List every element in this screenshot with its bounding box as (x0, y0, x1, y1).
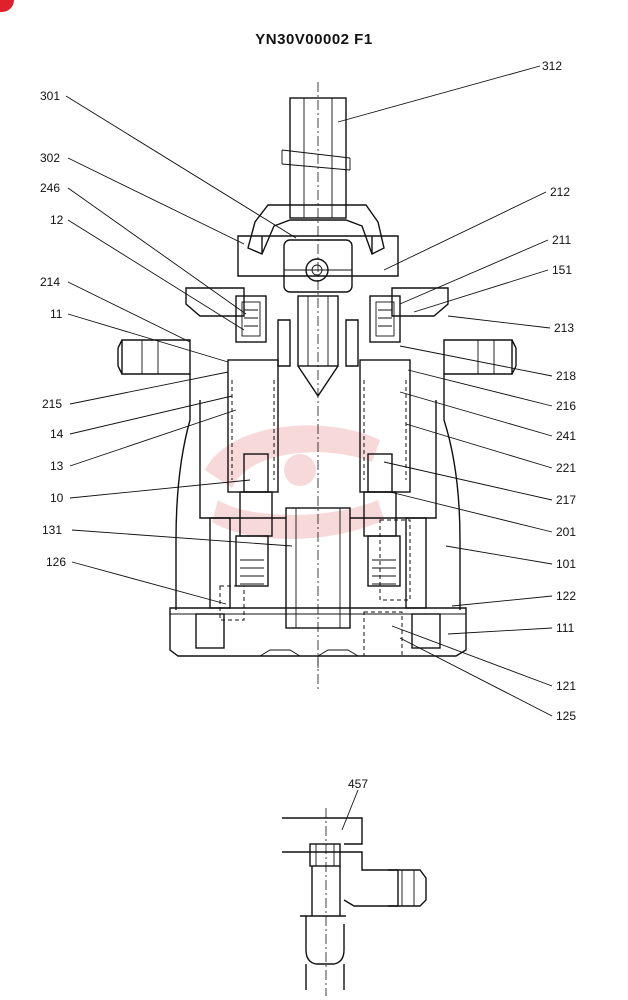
detail-view-457 (282, 808, 427, 996)
label-13: 13 (50, 459, 64, 473)
label-211: 211 (552, 233, 571, 247)
main-assembly (117, 82, 517, 690)
label-241: 241 (556, 429, 576, 443)
label-216: 216 (556, 399, 576, 413)
label-213: 213 (554, 321, 574, 335)
label-125: 125 (556, 709, 576, 723)
part-labels: 312 301 302 246 12 214 11 215 14 13 10 1… (40, 59, 576, 791)
label-131: 131 (42, 523, 62, 537)
label-246: 246 (40, 181, 60, 195)
label-312: 312 (542, 59, 562, 73)
label-111: 111 (556, 621, 575, 635)
label-126: 126 (46, 555, 66, 569)
label-101: 101 (556, 557, 576, 571)
label-457: 457 (348, 777, 368, 791)
leader-lines (65, 65, 553, 831)
watermark-icon (205, 425, 384, 540)
label-12: 12 (50, 213, 64, 227)
label-11: 11 (50, 307, 63, 321)
label-122: 122 (556, 589, 576, 603)
label-10: 10 (50, 491, 64, 505)
label-217: 217 (556, 493, 576, 507)
label-212: 212 (550, 185, 570, 199)
label-214: 214 (40, 275, 60, 289)
label-201: 201 (556, 525, 576, 539)
label-301: 301 (40, 89, 60, 103)
label-215: 215 (42, 397, 62, 411)
label-221: 221 (556, 461, 576, 475)
label-121: 121 (556, 679, 576, 693)
diagram-title: YN30V00002 F1 (255, 31, 373, 48)
label-14: 14 (50, 427, 64, 441)
label-218: 218 (556, 369, 576, 383)
label-302: 302 (40, 151, 60, 165)
label-151: 151 (552, 263, 572, 277)
